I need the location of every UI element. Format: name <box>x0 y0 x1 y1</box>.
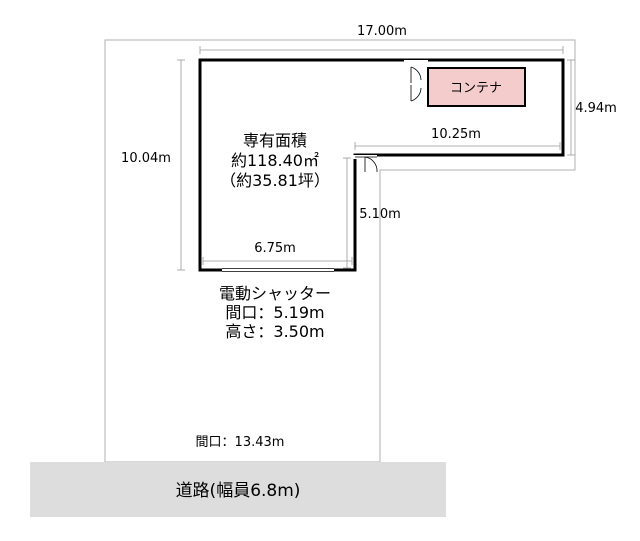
dim-left: 10.04m <box>121 59 185 271</box>
area-sqm: 約118.40㎡ <box>231 151 319 170</box>
frontage-label: 間口：13.43m <box>196 435 285 450</box>
dim-top-label: 17.00m <box>357 24 407 39</box>
dim-step-height: 5.10m <box>343 157 401 269</box>
dim-inner-step-label: 10.25m <box>431 127 481 142</box>
container-box <box>427 67 526 107</box>
door-swing <box>351 155 378 173</box>
dim-bottom: 6.75m <box>202 241 353 265</box>
shutter-width: 間口：5.19m <box>225 303 324 322</box>
dim-right: 4.94m <box>567 59 617 156</box>
dim-inner-step: 10.25m <box>354 127 561 150</box>
dim-right-label: 4.94m <box>575 101 617 116</box>
area-tsubo: （約35.81坪） <box>220 171 330 190</box>
dim-top: 17.00m <box>199 24 564 54</box>
dim-left-label: 10.04m <box>121 151 171 166</box>
area-title: 専有面積 <box>243 131 307 150</box>
dim-bottom-label: 6.75m <box>254 241 296 256</box>
container-label: コンテナ <box>450 81 502 96</box>
shutter-height: 高さ：3.50m <box>225 322 324 341</box>
road <box>30 462 446 517</box>
dim-step-height-label: 5.10m <box>359 207 401 222</box>
road-label: 道路(幅員6.8m) <box>176 481 301 501</box>
double-door <box>404 60 428 108</box>
shutter-title: 電動シャッター <box>219 284 331 303</box>
shutter-opening <box>222 266 334 274</box>
